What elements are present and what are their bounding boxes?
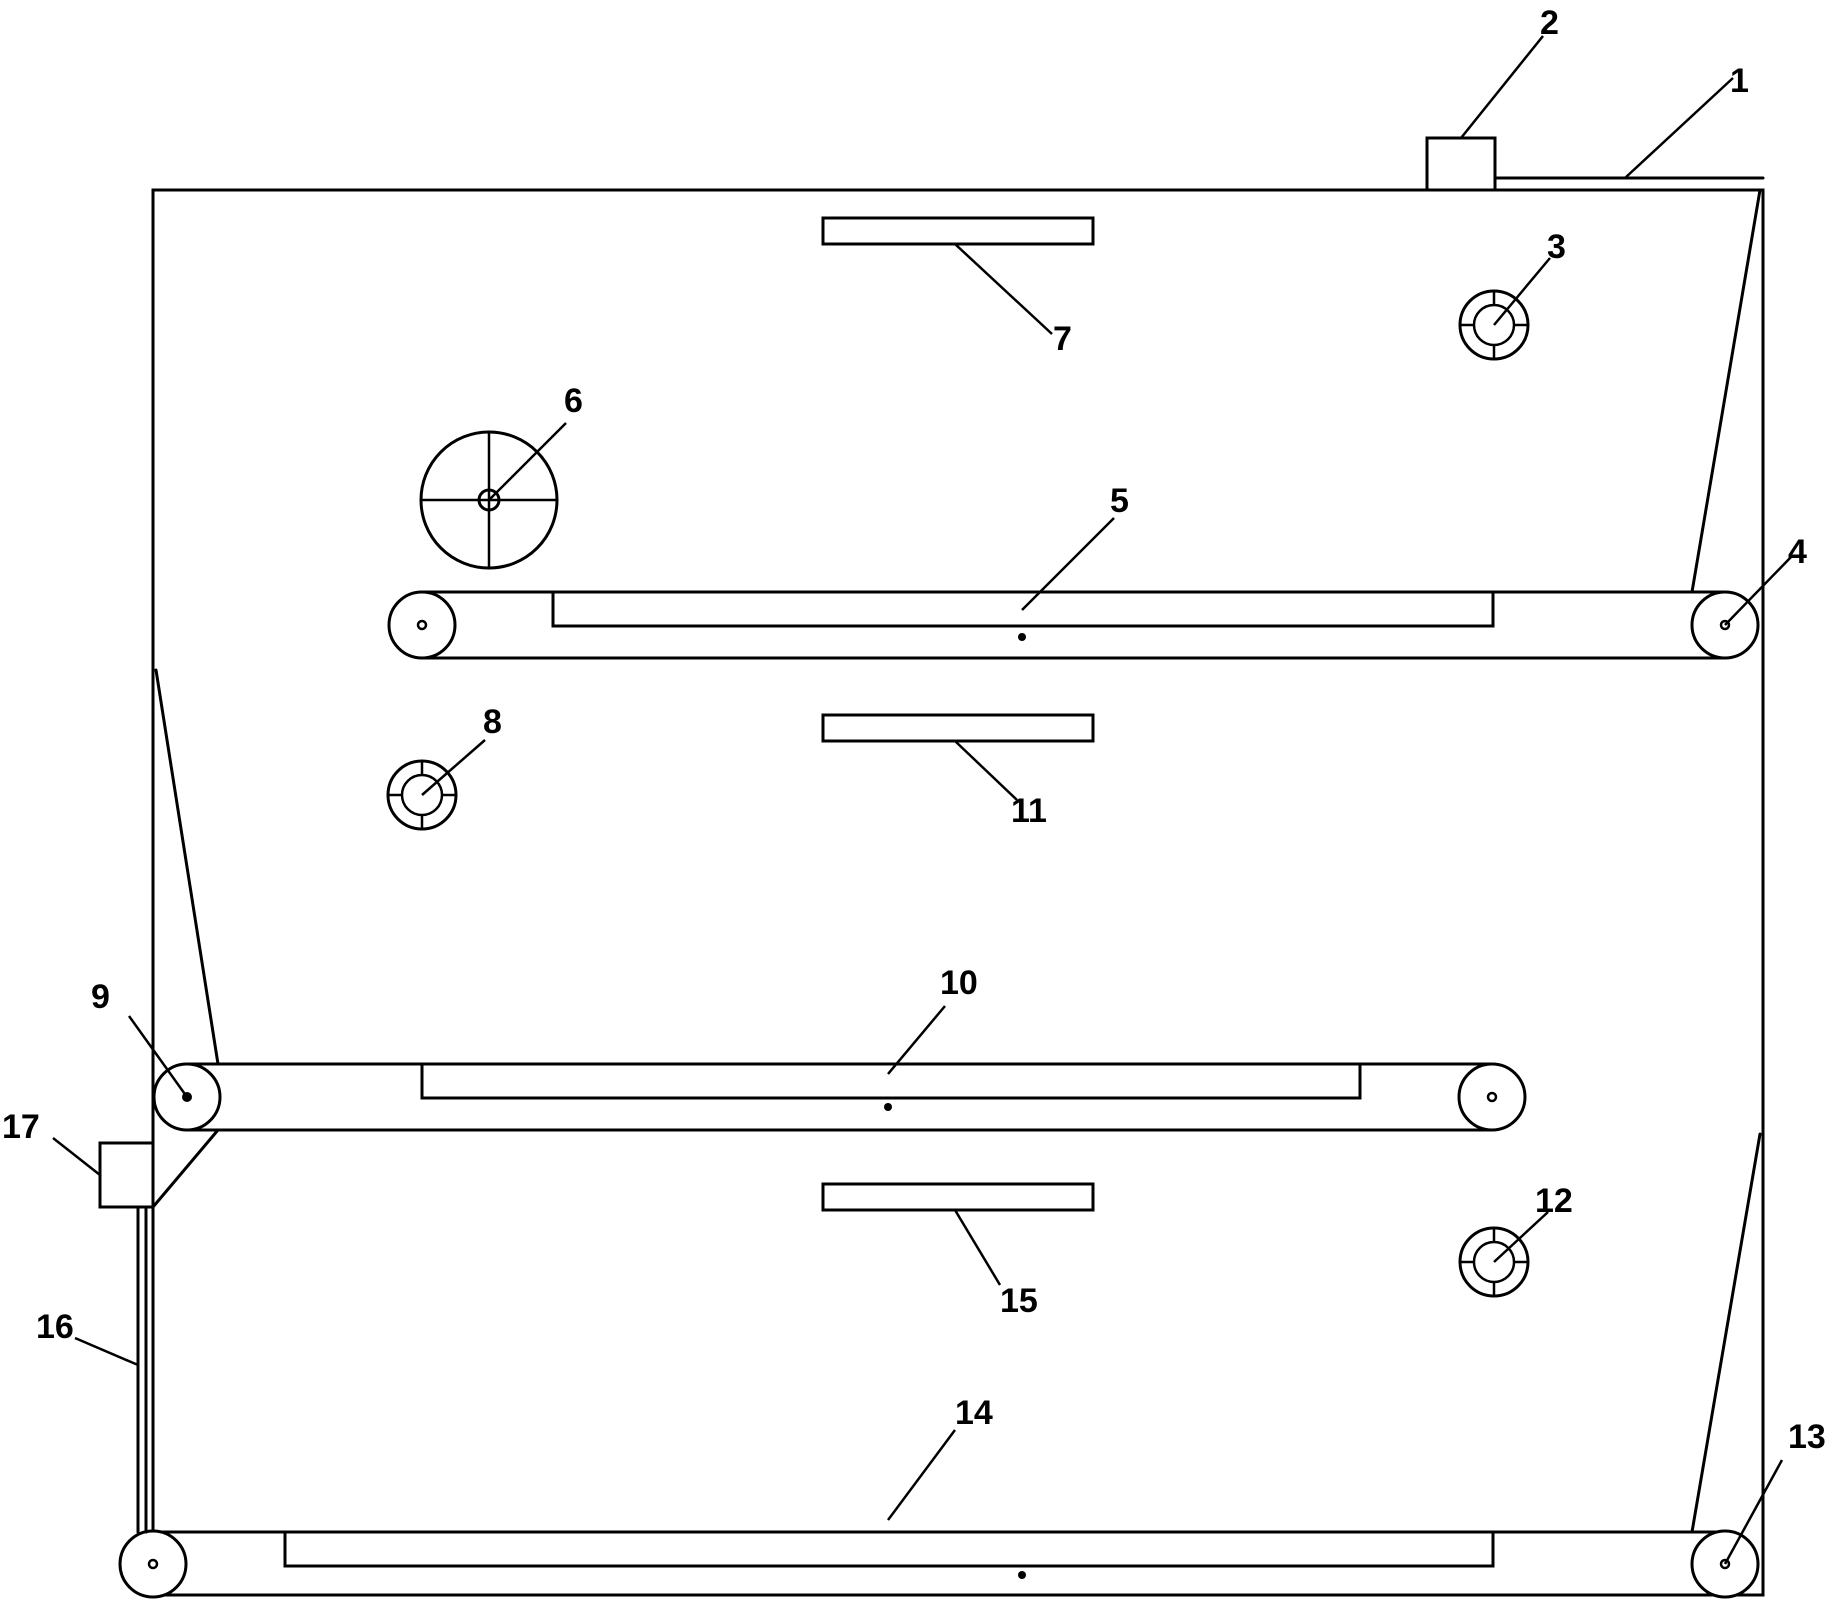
label-11: 11 — [1011, 792, 1047, 830]
drive-belt-left — [154, 668, 220, 1066]
label-7: 7 — [1053, 320, 1072, 358]
label-10: 10 — [940, 964, 978, 1002]
heater-plate-bottom — [821, 1182, 1095, 1212]
label-1: 1 — [1730, 62, 1749, 100]
drive-belt-bottom-right — [1690, 1132, 1762, 1534]
label-9: 9 — [91, 978, 110, 1016]
label-16: 16 — [36, 1308, 74, 1346]
small-roller-middle-left — [386, 759, 458, 831]
leader-lines — [52, 35, 1793, 1565]
label-4: 4 — [1788, 533, 1807, 571]
label-14: 14 — [955, 1394, 993, 1432]
side-motor-box — [98, 1141, 155, 1209]
small-roller-bottom-right — [1458, 1226, 1530, 1298]
conveyor-belt-middle — [152, 1062, 1527, 1132]
reference-numerals: 1 2 3 4 5 6 7 8 9 10 11 12 13 14 15 16 1… — [2, 4, 1826, 1456]
label-15: 15 — [1000, 1282, 1038, 1320]
heater-plate-top — [821, 216, 1095, 246]
conveyor-belt-top — [387, 590, 1760, 660]
conveyor-belt-bottom — [118, 1529, 1760, 1599]
label-8: 8 — [483, 703, 502, 741]
small-roller-top-right — [1458, 289, 1530, 361]
label-3: 3 — [1547, 228, 1566, 266]
label-17: 17 — [2, 1108, 40, 1146]
top-motor-box — [1425, 136, 1497, 192]
drive-belt-lower-left — [151, 1128, 220, 1209]
label-6: 6 — [564, 382, 583, 420]
label-2: 2 — [1540, 4, 1559, 42]
fan-wheel — [419, 430, 559, 570]
drive-belt-top-right — [1690, 188, 1762, 594]
label-13: 13 — [1788, 1418, 1826, 1456]
main-frame — [151, 188, 1765, 1597]
label-12: 12 — [1535, 1182, 1573, 1220]
label-5: 5 — [1110, 482, 1129, 520]
heater-plate-middle — [821, 713, 1095, 743]
